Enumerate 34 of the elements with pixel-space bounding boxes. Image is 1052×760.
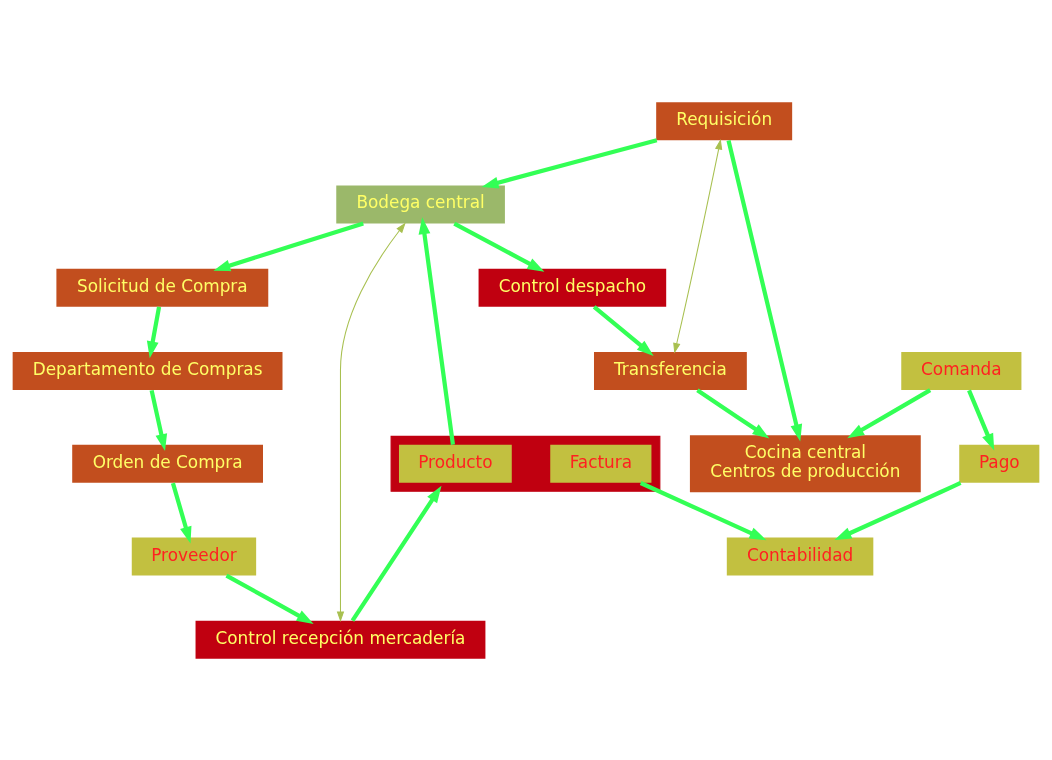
node-box: Departamento de Compras: [12, 351, 283, 390]
arrow: [639, 480, 767, 540]
arrow: [225, 573, 314, 624]
node-box: Requisición: [656, 101, 793, 140]
arrow: [481, 137, 658, 188]
node-box: Pago: [959, 444, 1040, 483]
node-box: Producto: [399, 444, 512, 483]
arrow: [834, 480, 962, 540]
arrow: [418, 216, 456, 445]
arrow: [350, 485, 442, 622]
arrow: [726, 139, 803, 441]
node-box: Proveedor: [131, 537, 257, 575]
arrow: [149, 389, 168, 451]
node-box: Comanda: [901, 351, 1022, 390]
arrow: [213, 221, 364, 271]
arrow: [592, 304, 654, 356]
arrow: [146, 305, 162, 358]
node-box: Orden de Compra: [72, 444, 263, 483]
node-box: Transferencia: [594, 351, 747, 390]
arrow: [453, 221, 545, 272]
node-box: Control recepción mercadería: [195, 620, 486, 659]
arrow: [336, 222, 406, 622]
node-box: Cocina central Centros de producción: [689, 434, 921, 492]
node-box: Bodega central: [336, 185, 505, 223]
node-box: Solicitud de Compra: [56, 268, 269, 307]
arrow: [170, 482, 192, 544]
node-box: Control despacho: [478, 268, 667, 307]
arrow: [673, 138, 723, 354]
cluster: [390, 435, 661, 492]
node-box: Contabilidad: [726, 537, 874, 575]
arrow: [847, 387, 932, 438]
node-box: Factura: [550, 444, 652, 483]
arrow: [696, 387, 770, 439]
arrow: [967, 389, 995, 451]
